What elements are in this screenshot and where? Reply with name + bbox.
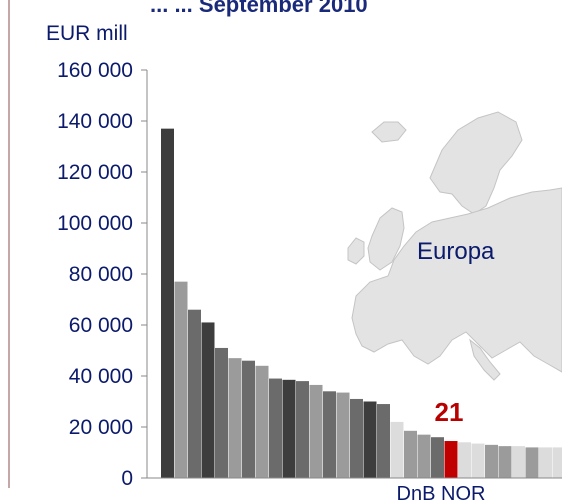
iceland-shape	[371, 121, 407, 143]
bar-series	[161, 128, 562, 479]
bar	[525, 447, 539, 478]
bar	[485, 444, 498, 478]
mainland-shape	[351, 187, 562, 373]
bar	[323, 391, 336, 478]
y-tick-label: 80 000	[69, 263, 133, 286]
y-tick-label: 140 000	[57, 110, 133, 133]
bar	[417, 434, 431, 478]
europe-map	[347, 111, 562, 381]
bar	[269, 378, 282, 478]
bar	[458, 442, 471, 478]
bar	[539, 447, 552, 478]
ireland-shape	[347, 237, 365, 265]
y-tick-label: 120 000	[57, 161, 133, 184]
bar	[404, 430, 417, 478]
bar	[471, 443, 485, 478]
highlight-bank-label: DnB NOR	[397, 483, 486, 502]
bar	[296, 381, 309, 478]
bar	[377, 404, 390, 478]
y-tick-label: 160 000	[57, 59, 133, 82]
y-axis-unit: EUR mill	[46, 22, 128, 45]
bar	[390, 421, 404, 478]
bar	[350, 398, 363, 478]
y-tick-label: 20 000	[69, 416, 133, 439]
bar	[255, 365, 269, 478]
bar	[228, 358, 242, 478]
bar	[201, 322, 215, 478]
y-tick-label: 40 000	[69, 365, 133, 388]
y-tick-label: 0	[121, 467, 133, 490]
italy-shape	[469, 338, 501, 381]
y-axis: 0 20 000 40 000 60 000 80 000 100 000 120 000 1…	[57, 59, 147, 490]
highlight-rank-label: 21	[435, 397, 464, 427]
bar	[174, 281, 188, 478]
bar	[215, 347, 228, 478]
bar	[282, 379, 296, 478]
bar	[498, 446, 512, 479]
bar	[336, 392, 350, 478]
bar	[188, 309, 201, 478]
bar	[309, 384, 323, 478]
scandinavia-shape	[429, 111, 523, 215]
bar	[512, 446, 525, 479]
bar-highlight	[444, 441, 458, 478]
britain-shape	[367, 207, 405, 271]
map-label: Europa	[417, 238, 495, 265]
bar	[161, 128, 174, 478]
bar	[431, 437, 444, 478]
chart-title: ... ... September 2010	[150, 0, 368, 17]
bar	[552, 447, 562, 478]
bar	[242, 360, 255, 478]
bar	[363, 401, 377, 478]
y-tick-label: 60 000	[69, 314, 133, 337]
y-tick-label: 100 000	[57, 212, 133, 235]
